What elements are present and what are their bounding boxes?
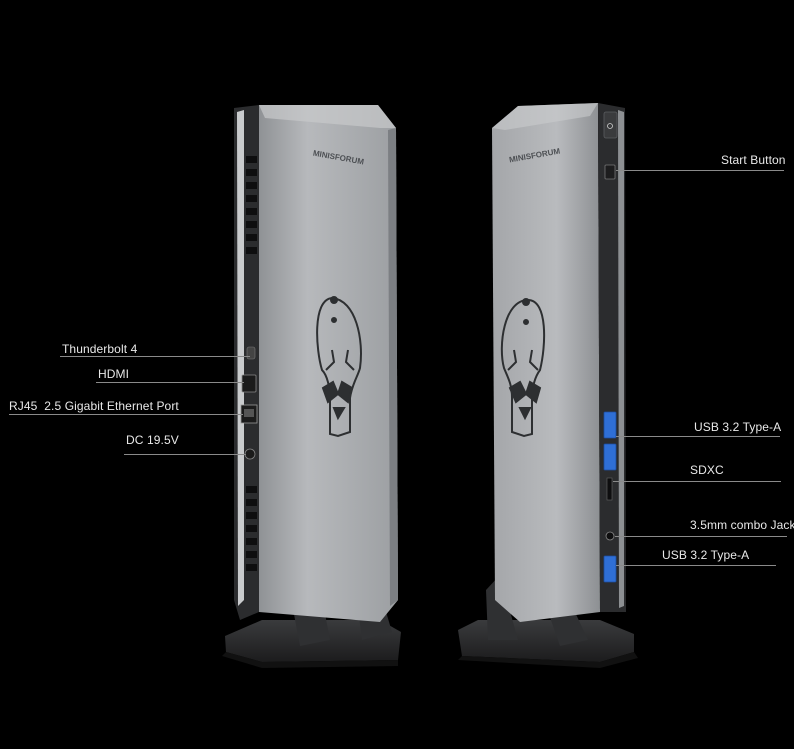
left-unit: MINISFORUM [222,105,401,668]
leader-thunderbolt-4 [60,356,250,357]
left-skull-emblem [316,296,362,438]
right-unit: MINISFORUM [458,103,638,668]
leader-sdxc [613,481,781,482]
label-audio-jack: 3.5mm combo Jack [690,518,794,532]
label-start-button: Start Button [721,153,786,167]
leader-audio-jack [615,536,787,537]
leader-dc-power [124,454,246,455]
label-hdmi: HDMI [98,367,130,381]
label-dc-power: DC 19.5V [126,433,179,447]
label-rj45-ethernet: RJ45 2.5 Gigabit Ethernet Port [9,399,179,413]
label-usb-a-bottom: USB 3.2 Type-A [662,548,750,562]
leader-hdmi [96,382,244,383]
label-thunderbolt-4: Thunderbolt 4 [62,342,138,356]
right-skull-emblem [500,298,546,438]
leader-usb-a-top [616,436,780,437]
leader-start-button [616,170,784,171]
leader-rj45-ethernet [9,414,243,415]
leader-usb-a-bottom [616,565,776,566]
label-usb-a-top: USB 3.2 Type-A [694,420,782,434]
label-sdxc: SDXC [690,463,724,477]
